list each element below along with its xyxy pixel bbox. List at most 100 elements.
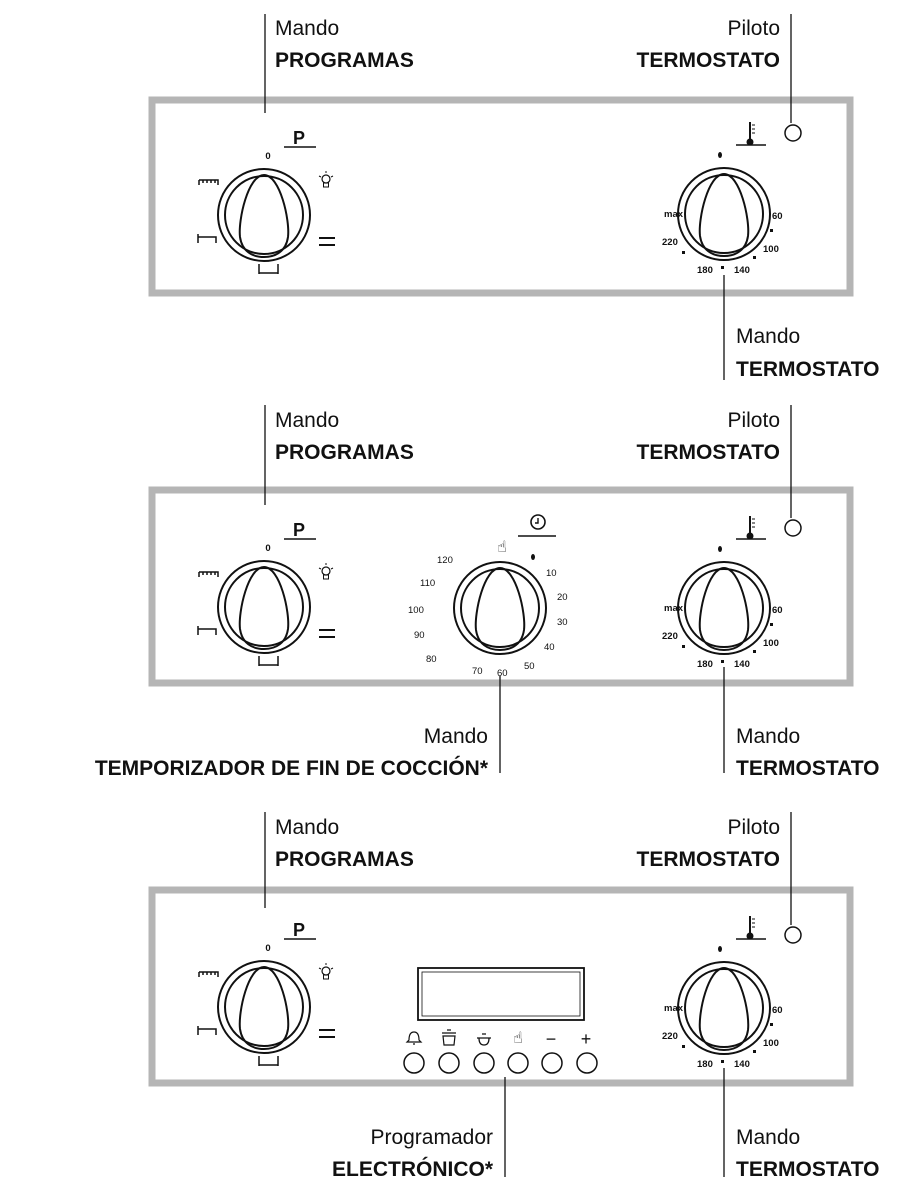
- programmer-display: [417, 967, 585, 1021]
- label-mando: Mando: [424, 725, 488, 748]
- timer-scale-120: 120: [437, 555, 453, 566]
- label-piloto: Piloto: [727, 17, 780, 40]
- fan-icon: [258, 264, 279, 274]
- timer-scale-30: 30: [557, 617, 568, 628]
- bottom-heat-icon: [197, 626, 217, 635]
- thermostat-scale-140: 140: [734, 659, 750, 670]
- label-temporizador: TEMPORIZADOR DE FIN DE COCCIÓN*: [95, 756, 489, 780]
- program-knob[interactable]: P 0: [197, 920, 335, 1066]
- programmer-key-minus[interactable]: [541, 1052, 563, 1074]
- programmer-key-manual[interactable]: [507, 1052, 529, 1074]
- program-symbol: P: [293, 520, 305, 540]
- panel-1-frame: [148, 96, 854, 297]
- thermostat-knob[interactable]: max 220 180 140 100 60: [662, 515, 783, 670]
- top-heat-icon: [198, 971, 219, 977]
- label-mando: Mando: [736, 325, 800, 348]
- timer-scale-90: 90: [414, 630, 425, 641]
- label-termostato: TERMOSTATO: [637, 441, 781, 464]
- thermostat-scale-max: max: [664, 1003, 684, 1014]
- panel-1: Mando PROGRAMAS Piloto TERMOSTATO P 0 ma…: [148, 14, 880, 381]
- light-bulb-icon: [318, 962, 334, 980]
- plus-label: +: [581, 1029, 592, 1049]
- panel-2-frame: [148, 486, 854, 687]
- timer-scale-50: 50: [524, 661, 535, 672]
- top-heat-icon: [198, 571, 219, 577]
- programmer-key-bell[interactable]: [403, 1052, 425, 1074]
- timer-scale-60: 60: [497, 668, 508, 679]
- program-zero: 0: [265, 543, 270, 554]
- programmer-key-plus[interactable]: [576, 1052, 598, 1074]
- top-heat-icon: [198, 179, 219, 185]
- label-mando: Mando: [736, 1126, 800, 1149]
- hand-icon: ☝: [497, 537, 507, 556]
- thermostat-scale-100: 100: [763, 638, 779, 649]
- panel-3: Mando PROGRAMAS Piloto TERMOSTATO P 0 ☝ …: [148, 812, 880, 1181]
- thermostat-pilot-light: [784, 124, 802, 142]
- program-symbol: P: [293, 920, 305, 940]
- programmer-key-duration[interactable]: [438, 1052, 460, 1074]
- clock-icon: [530, 514, 546, 530]
- bell-icon: [405, 1031, 423, 1045]
- thermostat-scale-220: 220: [662, 631, 678, 642]
- end-of-cooking-icon: [477, 1033, 491, 1046]
- both-heat-icon: [319, 1029, 335, 1038]
- program-knob[interactable]: P 0: [197, 128, 335, 274]
- label-mando: Mando: [275, 409, 339, 432]
- fan-icon: [258, 656, 279, 666]
- label-programas: PROGRAMAS: [275, 441, 414, 464]
- thermostat-scale-140: 140: [734, 1059, 750, 1070]
- program-knob[interactable]: P 0: [197, 520, 335, 666]
- minus-label: −: [546, 1029, 557, 1049]
- programmer-keys: ☝ − +: [403, 1028, 598, 1074]
- thermostat-scale-180: 180: [697, 659, 713, 670]
- thermostat-scale-max: max: [664, 209, 684, 220]
- thermometer-icon: [745, 121, 756, 147]
- thermostat-scale-100: 100: [763, 244, 779, 255]
- label-piloto: Piloto: [727, 816, 780, 839]
- thermostat-scale-max: max: [664, 603, 684, 614]
- label-programador: Programador: [370, 1126, 493, 1149]
- thermostat-scale-140: 140: [734, 265, 750, 276]
- thermostat-scale-180: 180: [697, 265, 713, 276]
- thermometer-icon: [745, 915, 756, 941]
- timer-scale-40: 40: [544, 642, 555, 653]
- thermostat-scale-60: 60: [772, 605, 783, 616]
- timer-scale-80: 80: [426, 654, 437, 665]
- thermostat-pilot-light: [784, 926, 802, 944]
- label-mando: Mando: [275, 816, 339, 839]
- label-piloto: Piloto: [727, 409, 780, 432]
- thermostat-scale-220: 220: [662, 1031, 678, 1042]
- timer-knob[interactable]: ☝ 120 10 110 20 100 30 90 40 80 50 70 60: [408, 514, 568, 679]
- bottom-heat-icon: [197, 1026, 217, 1035]
- label-termostato: TERMOSTATO: [637, 49, 781, 72]
- panel-3-frame: [148, 886, 854, 1087]
- thermostat-knob[interactable]: max 220 180 140 100 60: [662, 915, 783, 1070]
- label-termostato: TERMOSTATO: [736, 757, 880, 780]
- both-heat-icon: [319, 629, 335, 638]
- light-bulb-icon: [318, 562, 334, 580]
- panel-2: Mando PROGRAMAS Piloto TERMOSTATO P 0 ☝: [95, 405, 880, 780]
- label-termostato: TERMOSTATO: [736, 1158, 880, 1181]
- label-programas: PROGRAMAS: [275, 49, 414, 72]
- programmer-key-end[interactable]: [473, 1052, 495, 1074]
- label-mando: Mando: [736, 725, 800, 748]
- thermostat-scale-100: 100: [763, 1038, 779, 1049]
- timer-scale-70: 70: [472, 666, 483, 677]
- label-electronico: ELECTRÓNICO*: [332, 1157, 494, 1181]
- program-symbol: P: [293, 128, 305, 148]
- label-termostato: TERMOSTATO: [736, 358, 880, 381]
- thermometer-icon: [745, 515, 756, 541]
- thermostat-scale-180: 180: [697, 1059, 713, 1070]
- both-heat-icon: [319, 237, 335, 246]
- hand-icon: ☝: [513, 1028, 523, 1047]
- timer-scale-110: 110: [420, 578, 435, 589]
- program-zero: 0: [265, 943, 270, 954]
- thermostat-knob[interactable]: max 220 180 140 100 60: [662, 121, 783, 276]
- label-mando: Mando: [275, 17, 339, 40]
- thermostat-scale-60: 60: [772, 211, 783, 222]
- fan-icon: [258, 1056, 279, 1066]
- program-zero: 0: [265, 151, 270, 162]
- cooking-duration-icon: [442, 1029, 456, 1046]
- bottom-heat-icon: [197, 234, 217, 243]
